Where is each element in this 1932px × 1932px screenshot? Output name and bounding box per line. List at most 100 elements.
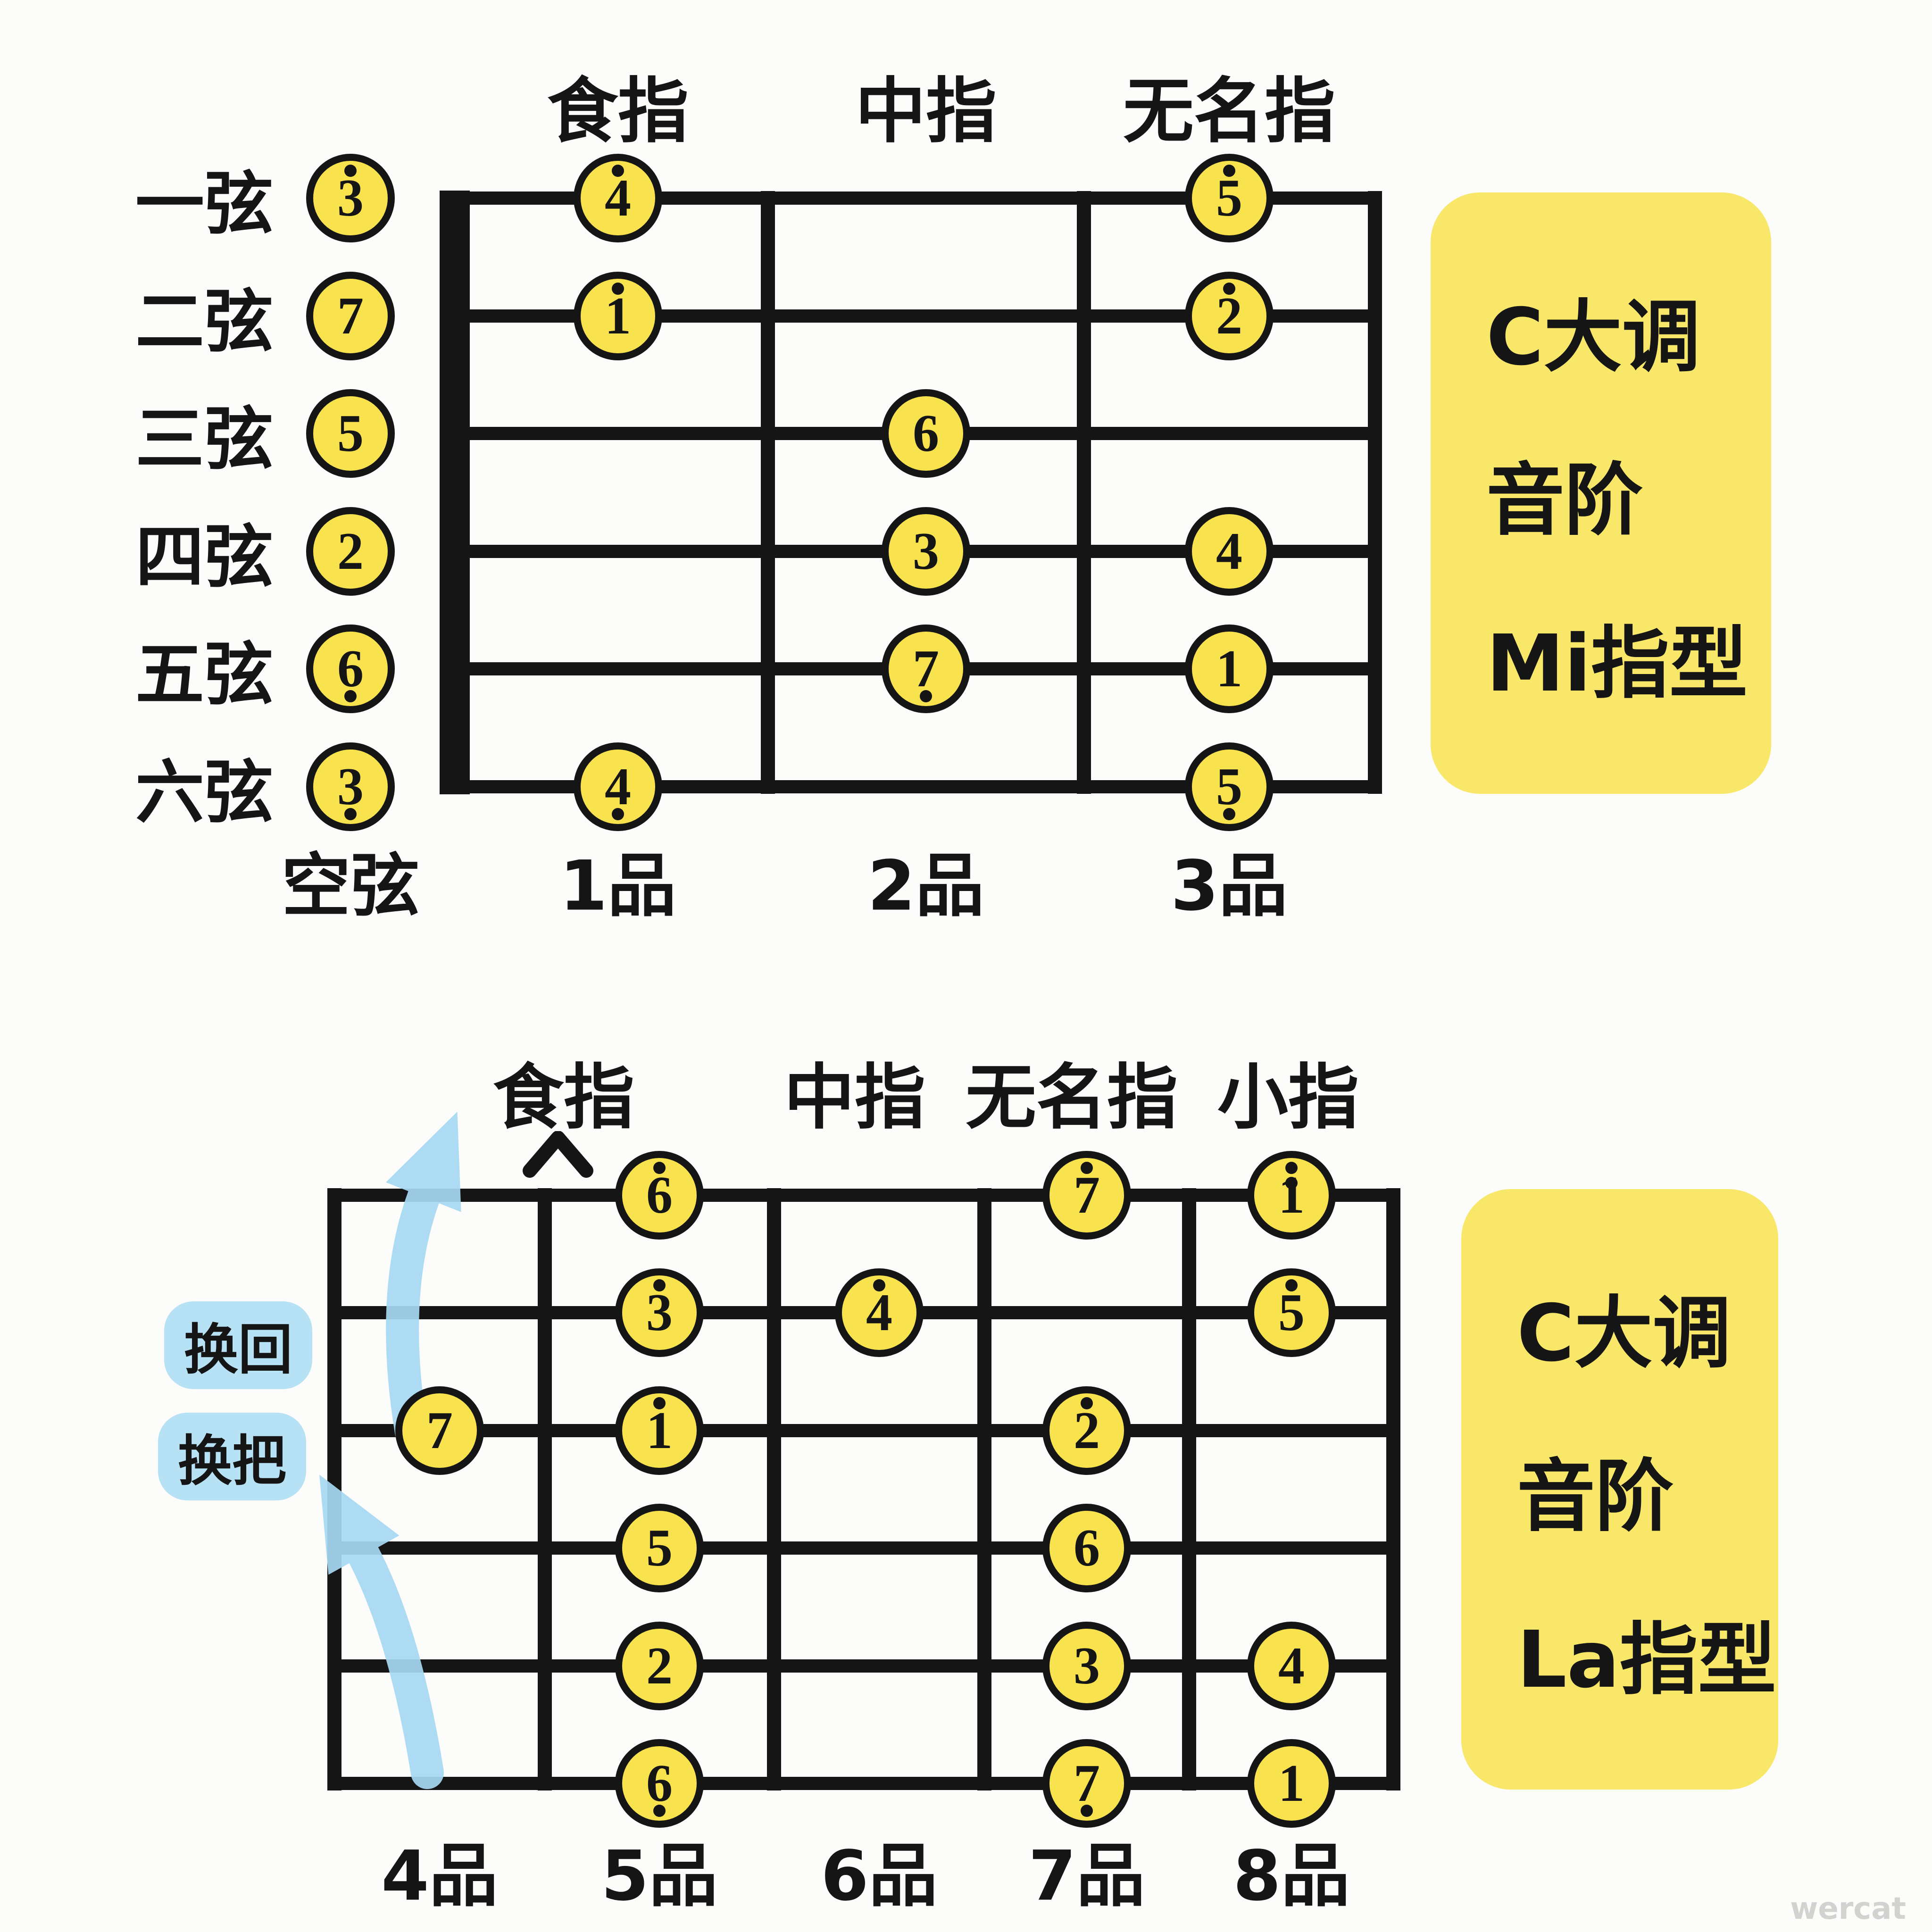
shift-position-arrow-icon bbox=[319, 1474, 444, 1789]
note-number: 6 bbox=[913, 404, 939, 463]
octave-dot-above-icon bbox=[653, 1397, 666, 1409]
panel-line-scale: 音阶 bbox=[1486, 455, 1643, 546]
note-circle: 7 bbox=[882, 625, 970, 713]
note-circle: 4 bbox=[574, 154, 662, 242]
note-number: 2 bbox=[1216, 287, 1242, 345]
octave-dot-above-icon bbox=[653, 1279, 666, 1291]
octave-dot-above-icon bbox=[1285, 1162, 1298, 1174]
octave-dot-above-icon bbox=[873, 1279, 885, 1291]
note-number: 3 bbox=[1074, 1637, 1100, 1695]
shift-back-arrow-icon bbox=[386, 1111, 461, 1448]
string-label: 三弦 bbox=[135, 399, 273, 480]
fret-line bbox=[977, 1188, 991, 1790]
note-circle: 4 bbox=[574, 742, 662, 831]
title-panel-mi-shape: C大调 音阶 Mi指型 bbox=[1431, 192, 1771, 794]
octave-dot-above-icon bbox=[1285, 1279, 1298, 1291]
note-number: 4 bbox=[866, 1283, 892, 1342]
note-circle: 2 bbox=[615, 1622, 704, 1710]
caret-icon bbox=[523, 1131, 593, 1178]
note-number: 6 bbox=[1074, 1519, 1100, 1577]
fret-label: 3品 bbox=[1171, 846, 1288, 926]
fret-label: 1品 bbox=[559, 846, 676, 926]
note-number: 7 bbox=[913, 640, 939, 698]
note-circle: 3 bbox=[306, 742, 395, 831]
note-number: 3 bbox=[646, 1283, 673, 1342]
note-number: 7 bbox=[1074, 1754, 1100, 1813]
octave-dot-below-icon bbox=[612, 808, 624, 820]
note-circle: 6 bbox=[1042, 1504, 1131, 1592]
note-number: 6 bbox=[646, 1754, 673, 1813]
note-circle: 2 bbox=[1042, 1386, 1131, 1475]
panel-line-scale: 音阶 bbox=[1517, 1451, 1674, 1542]
fret-line bbox=[1368, 191, 1382, 794]
note-number: 5 bbox=[646, 1519, 673, 1577]
octave-dot-above-icon bbox=[344, 165, 357, 177]
octave-dot-above-icon bbox=[612, 283, 624, 295]
octave-dot-above-icon bbox=[1223, 165, 1235, 177]
panel-line-key: C大调 bbox=[1486, 292, 1700, 383]
note-number: 2 bbox=[1074, 1401, 1100, 1460]
fret-line bbox=[767, 1188, 781, 1790]
note-circle: 2 bbox=[306, 507, 395, 596]
finger-label: 中指 bbox=[783, 1057, 926, 1139]
string-label: 二弦 bbox=[135, 282, 273, 362]
note-circle: 5 bbox=[306, 389, 395, 478]
watermark: wercat bbox=[1790, 1891, 1906, 1926]
note-circle: 4 bbox=[835, 1268, 924, 1357]
fret-label: 4品 bbox=[381, 1836, 498, 1916]
note-number: 1 bbox=[1216, 640, 1242, 698]
note-number: 3 bbox=[337, 169, 364, 227]
note-number: 3 bbox=[337, 758, 364, 816]
fret-line bbox=[761, 191, 775, 794]
shift-back-badge: 换回 bbox=[164, 1301, 313, 1389]
note-number: 2 bbox=[646, 1637, 673, 1695]
note-circle: 5 bbox=[1247, 1268, 1336, 1357]
octave-dot-above-icon bbox=[612, 165, 624, 177]
note-number: 7 bbox=[426, 1401, 453, 1460]
note-circle: 5 bbox=[1185, 154, 1274, 242]
string-line bbox=[327, 1659, 1400, 1673]
octave-dot-below-icon bbox=[653, 1805, 666, 1817]
fret-label: 5品 bbox=[601, 1836, 718, 1916]
octave-dot-above-icon bbox=[653, 1162, 666, 1174]
fret-line bbox=[1182, 1188, 1196, 1790]
panel-line-shape: Mi指型 bbox=[1486, 618, 1748, 709]
note-number: 4 bbox=[1278, 1637, 1305, 1695]
note-circle: 7 bbox=[1042, 1151, 1131, 1240]
string-line bbox=[327, 1777, 1400, 1790]
fret-line bbox=[538, 1188, 552, 1790]
note-circle: 5 bbox=[615, 1504, 704, 1592]
note-number: 7 bbox=[1074, 1166, 1100, 1224]
note-number: 5 bbox=[337, 404, 364, 463]
note-circle: 3 bbox=[615, 1268, 704, 1357]
note-number: 5 bbox=[1278, 1283, 1305, 1342]
note-circle: 2 bbox=[1185, 272, 1274, 360]
note-circle: 6 bbox=[306, 625, 395, 713]
panel-line-key: C大调 bbox=[1517, 1288, 1731, 1379]
note-number: 6 bbox=[646, 1166, 673, 1224]
nut bbox=[440, 191, 470, 794]
octave-dot-above-icon bbox=[1285, 1177, 1298, 1189]
finger-label: 小指 bbox=[1217, 1057, 1359, 1139]
fret-line bbox=[1077, 191, 1091, 794]
fret-label: 7品 bbox=[1028, 1836, 1145, 1916]
octave-dot-above-icon bbox=[1081, 1397, 1093, 1409]
string-label: 四弦 bbox=[135, 517, 273, 598]
fret-label: 8品 bbox=[1233, 1836, 1350, 1916]
fret-line bbox=[1386, 1188, 1400, 1790]
note-number: 4 bbox=[605, 169, 631, 227]
note-circle: 7 bbox=[395, 1386, 484, 1475]
note-number: 7 bbox=[337, 287, 364, 345]
note-circle: 1 bbox=[574, 272, 662, 360]
note-circle: 1 bbox=[615, 1386, 704, 1475]
string-line bbox=[327, 1541, 1400, 1555]
note-circle: 4 bbox=[1247, 1622, 1336, 1710]
title-panel-la-shape: C大调 音阶 La指型 bbox=[1461, 1189, 1778, 1790]
note-circle: 4 bbox=[1185, 507, 1274, 596]
string-label: 六弦 bbox=[135, 752, 273, 833]
note-circle: 1 bbox=[1185, 625, 1274, 713]
note-circle: 6 bbox=[615, 1739, 704, 1828]
finger-label: 无名指 bbox=[965, 1057, 1178, 1139]
